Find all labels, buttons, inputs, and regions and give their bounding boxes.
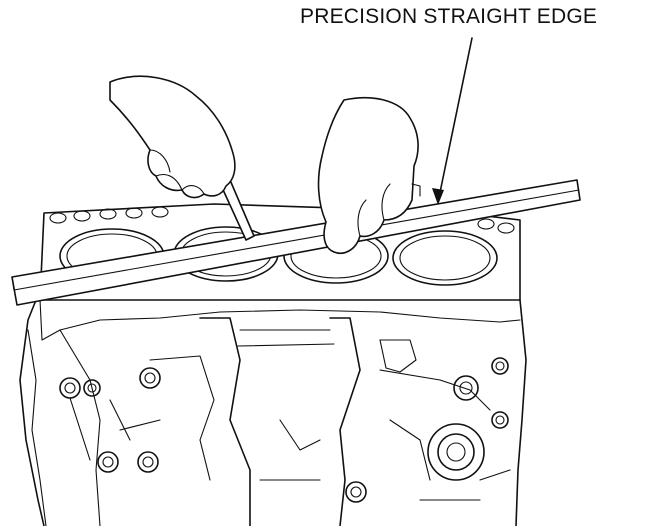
left-hand-with-feeler-gauge [109, 75, 255, 241]
block-front-face [19, 289, 527, 526]
right-hand [317, 96, 421, 254]
crankcase-web [199, 317, 361, 526]
precision-straight-edge-label: PRECISION STRAIGHT EDGE [300, 5, 598, 28]
head-bolt-holes [49, 206, 515, 234]
callout-leader-line [437, 37, 473, 203]
left-hand [109, 75, 236, 199]
cylinder-bore-4 [392, 230, 498, 286]
oil-filter-boss [427, 423, 485, 481]
bolt-bosses [59, 357, 509, 503]
callout-arrowhead [432, 188, 444, 205]
